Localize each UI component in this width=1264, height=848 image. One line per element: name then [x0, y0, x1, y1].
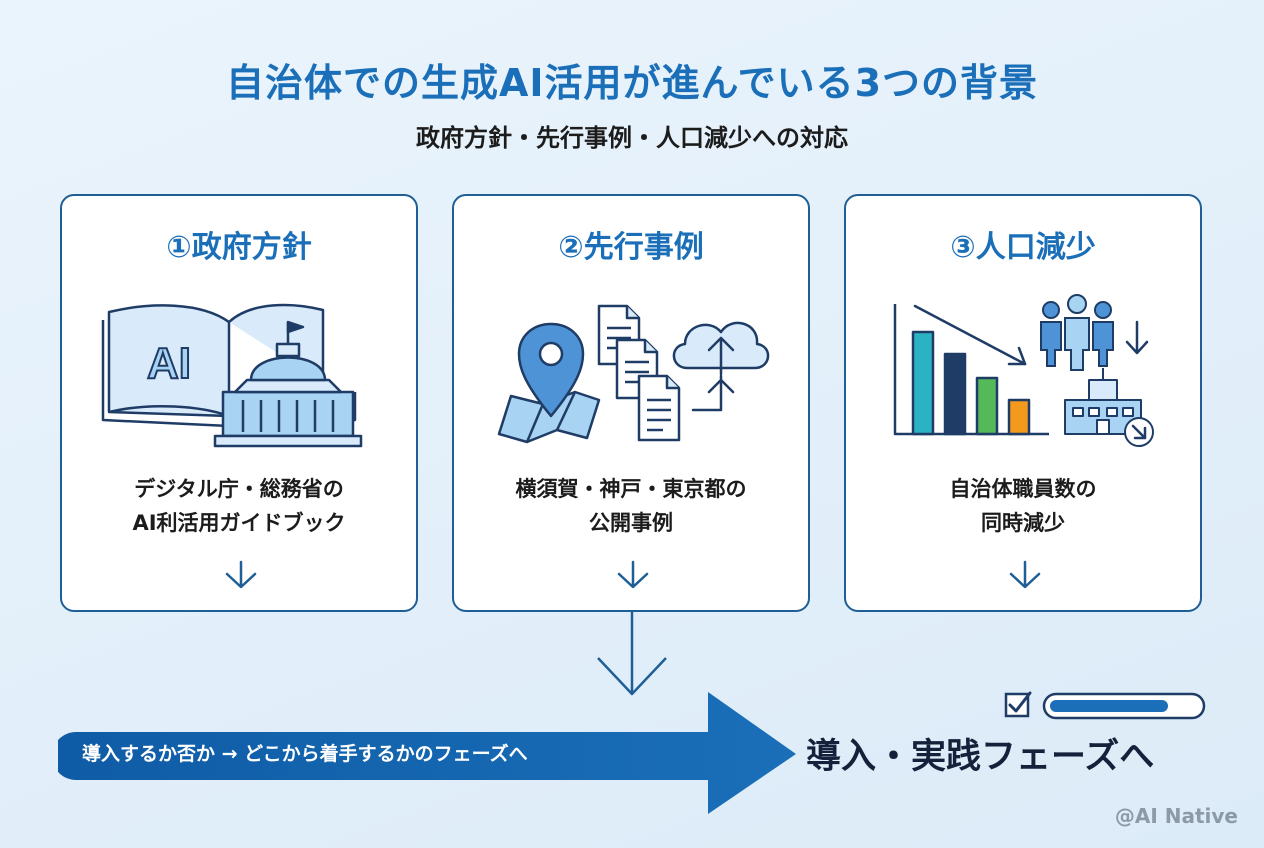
progress-fill — [1050, 700, 1168, 712]
transition-text: 導入するか否か → どこから着手するかのフェーズへ — [82, 743, 528, 765]
arrow-down-icon — [225, 560, 257, 589]
card-title: ①政府方針 — [166, 230, 312, 265]
ai-book-and-capitol-icon: AI — [101, 303, 363, 448]
progress-checklist-icon — [1004, 691, 1206, 720]
card-title: ③人口減少 — [950, 230, 1096, 265]
svg-text:AI: AI — [147, 339, 191, 388]
card-precedent-cases: ②先行事例 横須賀・神戸・東京都の 公開事例 — [452, 194, 810, 612]
large-down-arrow-icon — [597, 612, 667, 696]
transition-arrow-band — [58, 692, 796, 814]
credit-text: @AI Native — [1114, 804, 1238, 828]
card-description: デジタル庁・総務省の AI利活用ガイドブック — [132, 477, 346, 535]
outcome-text: 導入・実践フェーズへ — [806, 737, 1155, 777]
declining-chart-and-people-icon — [893, 294, 1154, 447]
card-government-policy: ①政府方針 AI デジタル庁・総務省の AI利活用ガイドブック — [60, 194, 418, 612]
card-population-decline: ③人口減少 — [844, 194, 1202, 612]
page-title: 自治体での生成AI活用が進んでいる3つの背景 — [225, 61, 1039, 105]
page-subtitle: 政府方針・先行事例・人口減少への対応 — [416, 124, 848, 152]
arrow-down-icon — [617, 560, 649, 589]
arrow-down-icon — [1009, 560, 1041, 589]
card-description: 横須賀・神戸・東京都の 公開事例 — [515, 477, 747, 535]
card-description: 自治体職員数の 同時減少 — [949, 477, 1097, 535]
map-documents-cloud-icon — [497, 304, 770, 444]
card-title: ②先行事例 — [558, 230, 704, 265]
